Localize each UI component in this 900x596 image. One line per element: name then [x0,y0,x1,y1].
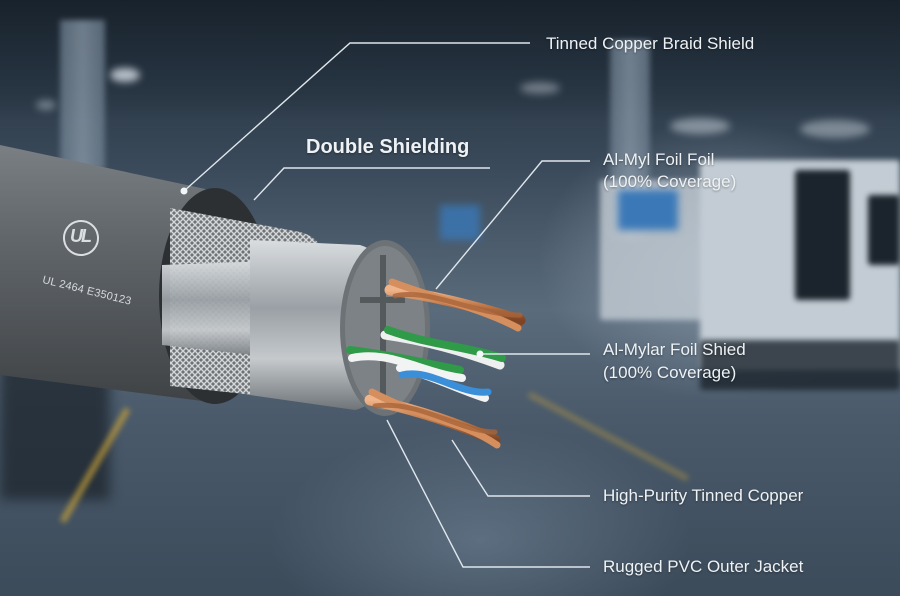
machine-screen [618,190,678,230]
label-foil-mid-line2: (100% Coverage) [603,363,737,382]
label-foil-top-line2: (100% Coverage) [603,172,737,191]
machine-door [795,170,850,300]
ceiling-light [670,118,730,134]
label-braid-shield: Tinned Copper Braid Shield [546,34,755,53]
ceiling-light [110,68,140,82]
ul-logo-letters: UL [70,226,92,246]
label-double-shielding: Double Shielding [306,136,470,158]
label-tinned-copper: High-Purity Tinned Copper [603,486,804,505]
copper-pair-bottom [364,388,501,449]
label-foil-mid-line1: Al-Mylar Foil Shied [603,340,746,359]
label-foil-top-line1: Al-Myl Foil Foil [603,150,715,169]
label-pvc-jacket: Rugged PVC Outer Jacket [603,557,804,576]
ceiling-light [36,100,56,110]
machine-window [868,195,900,265]
twisted-pair-blue [396,364,492,402]
twisted-pair-green [346,326,506,382]
ceiling-light [520,82,560,94]
copper-pair-top [384,278,526,332]
ceiling-light [800,120,870,138]
pillar [60,20,105,170]
machine-base [700,340,900,390]
